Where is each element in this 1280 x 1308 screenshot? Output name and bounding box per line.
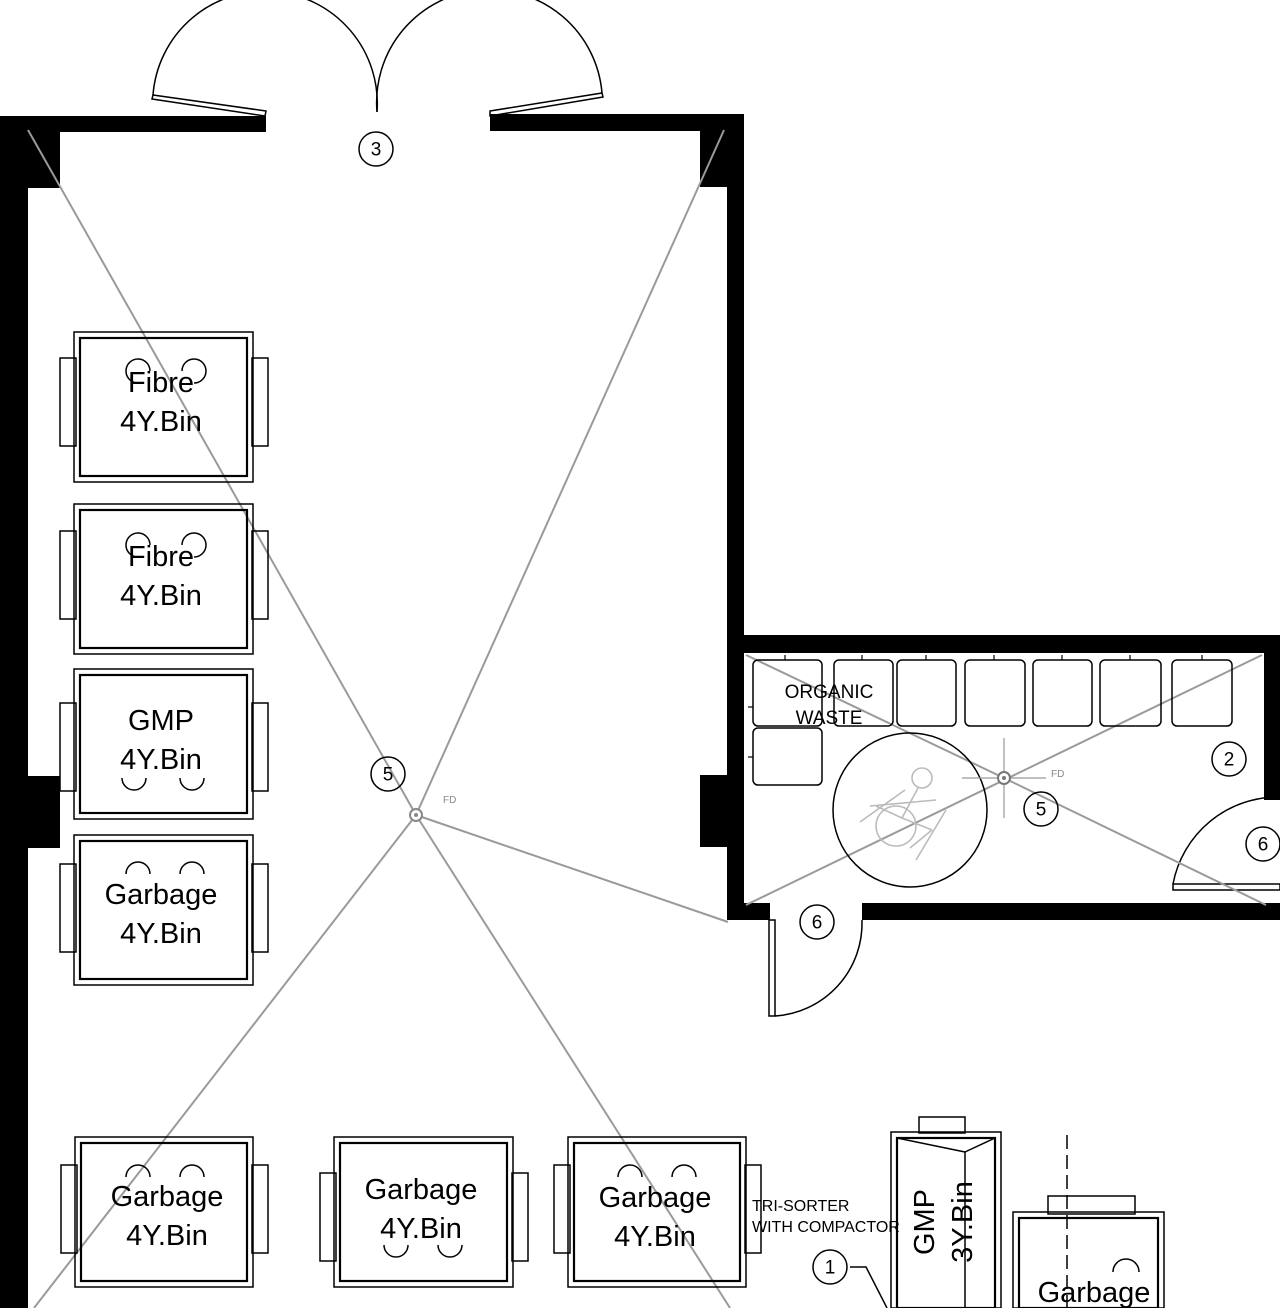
bin-size: 4Y.Bin [126, 1220, 208, 1252]
wall-pier-left [0, 776, 60, 848]
tri-sorter-leader [850, 1266, 888, 1308]
main-double-door [151, 0, 604, 117]
wall-right-upper [727, 114, 744, 920]
tri-sorter-label-line1: TRI-SORTER [752, 1198, 849, 1215]
wall-organic-top [727, 635, 1280, 653]
bin-size: 3Y.Bin [947, 1181, 979, 1263]
wheelchair-turning-circle [832, 732, 988, 888]
tri-sorter-label-line2: WITH COMPACTOR [752, 1219, 900, 1236]
svg-text:5: 5 [383, 765, 394, 786]
floor-drain-label: FD [1051, 769, 1064, 780]
bin-size: 4Y.Bin [120, 406, 202, 438]
bin-gmp-3y: GMP 3Y.Bin [890, 1116, 1002, 1308]
tag-door-organic: 6 [799, 904, 835, 940]
wall-pier-right [700, 775, 744, 847]
bin-size: 4Y.Bin [380, 1213, 462, 1245]
svg-text:6: 6 [812, 913, 823, 934]
bin-label: Garbage [599, 1182, 712, 1214]
svg-text:5: 5 [1036, 800, 1047, 821]
bin-size: 4Y.Bin [120, 580, 202, 612]
tag-door-main: 3 [358, 131, 394, 167]
bin-fibre-2: Fibre 4Y.Bin [59, 503, 269, 655]
bin-label: Garbage [365, 1174, 478, 1206]
tag-tri-sorter: 1 [812, 1249, 848, 1285]
bin-garbage-partial: Garbage [1012, 1135, 1165, 1308]
bin-label: Garbage [105, 879, 218, 911]
bin-size: 4Y.Bin [120, 744, 202, 776]
bin-label: Garbage [1038, 1277, 1151, 1308]
drain-slope-lines [27, 129, 1267, 1308]
tag-drain-main: 5 [370, 756, 406, 792]
wheelchair-icon [859, 767, 947, 861]
organic-waste-label-line1: ORGANIC [785, 682, 874, 703]
bin-size: 4Y.Bin [614, 1221, 696, 1253]
organic-waste-label-line2: WASTE [796, 708, 863, 729]
wall-left [0, 116, 28, 1308]
bin-label: GMP [128, 705, 194, 737]
bin-garbage-4: Garbage 4Y.Bin [553, 1136, 762, 1288]
bin-label: Garbage [111, 1181, 224, 1213]
bin-label: GMP [909, 1189, 941, 1255]
bin-label: Fibre [128, 541, 194, 573]
walls [0, 114, 1280, 1308]
bin-garbage-1: Garbage 4Y.Bin [59, 834, 269, 986]
tag-organic-room: 2 [1211, 741, 1247, 777]
floor-drain-main: FD [409, 795, 456, 822]
floor-drain-label: FD [443, 795, 456, 806]
floor-drain-organic: FD [962, 738, 1064, 818]
bin-garbage-3: Garbage 4Y.Bin [319, 1136, 529, 1288]
wall-organic-right [1264, 635, 1280, 800]
bin-fibre-1: Fibre 4Y.Bin [59, 331, 269, 483]
svg-text:3: 3 [371, 140, 382, 161]
bin-garbage-2: Garbage 4Y.Bin [60, 1136, 269, 1288]
bin-gmp-1: GMP 4Y.Bin [59, 668, 269, 820]
bin-size: 4Y.Bin [120, 918, 202, 950]
wall-top-left [0, 116, 266, 132]
svg-text:2: 2 [1224, 750, 1235, 771]
wall-organic-bottom-right [862, 903, 1280, 920]
wall-top-right [490, 114, 744, 131]
organic-totes [748, 655, 1233, 786]
organic-right-door [1172, 796, 1280, 891]
tag-drain-organic: 5 [1023, 791, 1059, 827]
tag-door-right: 6 [1245, 826, 1280, 862]
organic-lower-door [768, 919, 863, 1017]
svg-text:6: 6 [1258, 835, 1269, 856]
wall-corner-tl [0, 116, 60, 188]
bin-label: Fibre [128, 367, 194, 399]
svg-text:1: 1 [825, 1258, 836, 1279]
wall-organic-bottom-left [727, 903, 770, 920]
